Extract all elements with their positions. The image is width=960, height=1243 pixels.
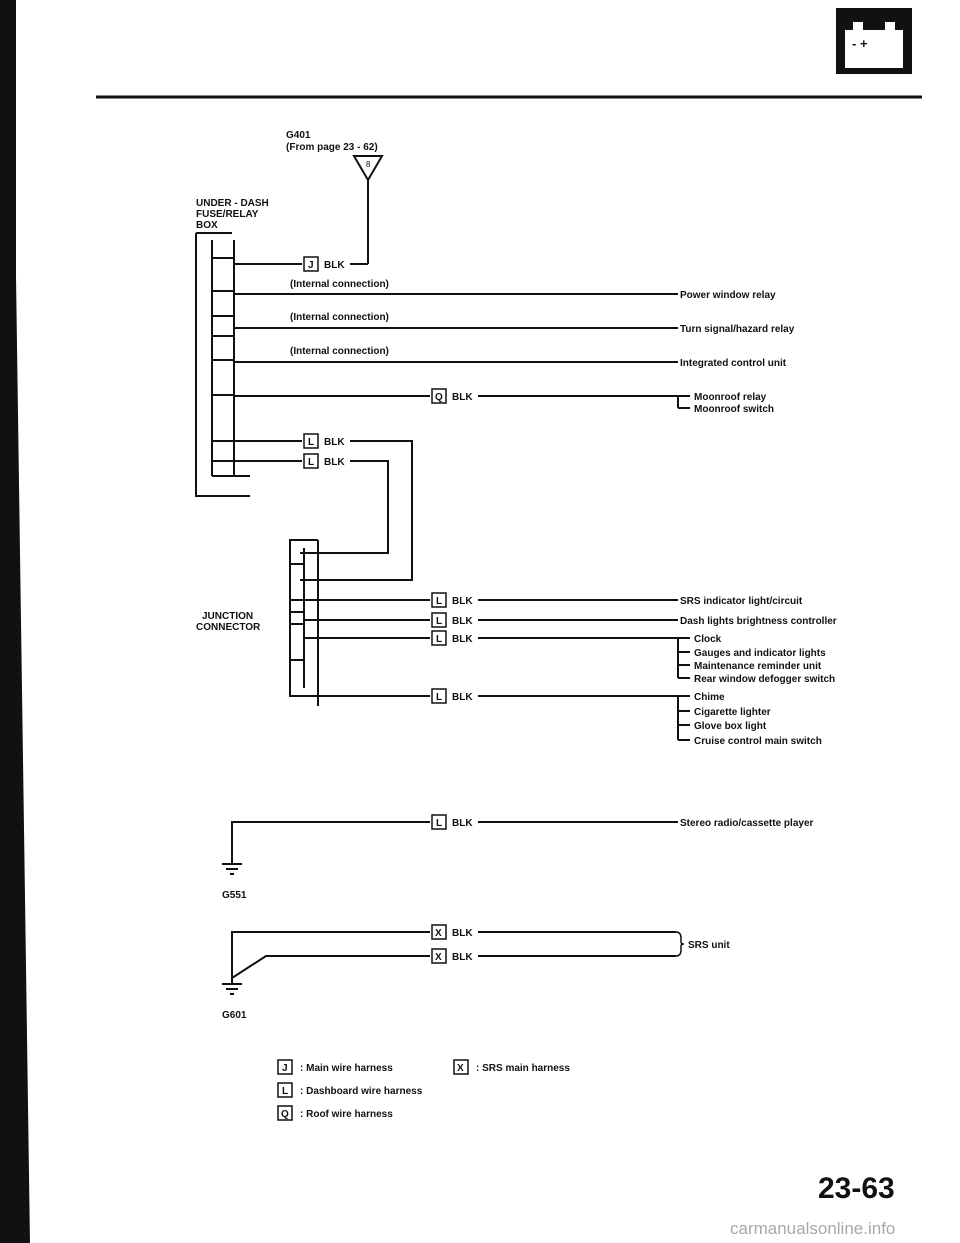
wire-fuse-to-junction-2: L BLK [234, 453, 389, 554]
ground-g601-label: G601 [222, 1010, 247, 1021]
ground-g601-icon [222, 978, 242, 995]
wire-color-label: BLK [452, 692, 473, 703]
wire-moonroof: Q BLK [234, 388, 690, 409]
internal-connection-label-3: (Internal connection) [290, 346, 389, 357]
dest-srs-unit: SRS unit [688, 940, 730, 951]
dest-gauges: Gauges and indicator lights [694, 648, 826, 659]
binding-strip [12, 0, 16, 1243]
wire-color-label: BLK [452, 392, 473, 403]
connector-code: L [436, 634, 442, 645]
ground-g401-ref: (From page 23 - 62) [286, 142, 378, 153]
wire-srs-light: L BLK [290, 592, 678, 608]
dest-dash-lights: Dash lights brightness controller [680, 616, 837, 627]
connector-code: L [436, 692, 442, 703]
connector-code: L [436, 616, 442, 627]
dest-power-window: Power window relay [680, 290, 776, 301]
legend-item-roof: Q : Roof wire harness [277, 1105, 393, 1121]
dest-moonroof-switch: Moonroof switch [694, 404, 774, 415]
legend-text: : Main wire harness [300, 1063, 393, 1074]
junction-connector [289, 539, 319, 706]
battery-icon: - + [836, 8, 912, 74]
ground-g401-label: G401 [286, 130, 311, 141]
wire-dash-lights: L BLK [304, 612, 678, 628]
dest-icu: Integrated control unit [680, 358, 787, 369]
wire-color-label: BLK [324, 457, 345, 468]
connector-code: J [308, 260, 314, 271]
wire-g401: J BLK [234, 256, 369, 272]
fuse-box-label-3: BOX [196, 220, 218, 231]
internal-connection-label-2: (Internal connection) [290, 312, 389, 323]
connector-code: L [308, 437, 314, 448]
legend-item-dash: L : Dashboard wire harness [277, 1082, 423, 1098]
ground-g551-label: G551 [222, 890, 247, 901]
dest-clock: Clock [694, 634, 722, 645]
ground-g401-triangle [352, 155, 384, 182]
wire-color-label: BLK [324, 260, 345, 271]
legend: J : Main wire harness L : Dashboard wire… [277, 1059, 570, 1121]
dest-maintenance: Maintenance reminder unit [694, 661, 822, 672]
wire-gauge-group: L BLK [304, 630, 690, 679]
connector-code: L [436, 818, 442, 829]
legend-item-srs: X : SRS main harness [453, 1059, 570, 1075]
connector-code: X [435, 928, 442, 939]
watermark: carmanualsonline.info [730, 1219, 895, 1238]
connector-code: L [308, 457, 314, 468]
dest-turn-signal: Turn signal/hazard relay [680, 324, 795, 335]
legend-item-main: J : Main wire harness [277, 1059, 393, 1075]
legend-code: J [282, 1063, 288, 1074]
legend-code: L [282, 1086, 288, 1097]
wire-srs-unit: X BLK X BLK [231, 924, 685, 979]
battery-terminals: - + [852, 36, 868, 51]
wire-color-label: BLK [452, 596, 473, 607]
ground-g551-icon [222, 858, 242, 875]
fuse-box [195, 232, 250, 497]
connector-code: L [436, 596, 442, 607]
wire-color-label: BLK [452, 818, 473, 829]
page-number: 23-63 [818, 1172, 895, 1205]
dest-defogger: Rear window defogger switch [694, 674, 835, 685]
wire-stereo: L BLK [231, 814, 678, 858]
legend-text: : Dashboard wire harness [300, 1086, 423, 1097]
connector-code: Q [435, 392, 443, 403]
junction-label-1: JUNCTION [202, 611, 253, 622]
connector-code: X [435, 952, 442, 963]
dest-moonroof-relay: Moonroof relay [694, 392, 767, 403]
wire-color-label: BLK [452, 616, 473, 627]
legend-code: X [457, 1063, 464, 1074]
wire-chime-group: L BLK [318, 688, 690, 741]
ground-g401-pin: 8 [366, 160, 371, 169]
dest-chime: Chime [694, 692, 725, 703]
legend-text: : SRS main harness [476, 1063, 570, 1074]
legend-text: : Roof wire harness [300, 1109, 393, 1120]
fuse-box-label-1: UNDER - DASH [196, 198, 269, 209]
wire-color-label: BLK [452, 634, 473, 645]
dest-glove-box-light: Glove box light [694, 721, 767, 732]
dest-srs-light: SRS indicator light/circuit [680, 596, 803, 607]
junction-label-2: CONNECTOR [196, 622, 261, 633]
wire-color-label: BLK [324, 437, 345, 448]
wire-fuse-to-junction-1: L BLK [234, 433, 413, 581]
dest-stereo: Stereo radio/cassette player [680, 818, 814, 829]
wire-color-label: BLK [452, 952, 473, 963]
wire-color-label: BLK [452, 928, 473, 939]
dest-cigarette-lighter: Cigarette lighter [694, 707, 771, 718]
dest-cruise-switch: Cruise control main switch [694, 736, 822, 747]
fuse-box-label-2: FUSE/RELAY [196, 209, 259, 220]
internal-connection-label-1: (Internal connection) [290, 279, 389, 290]
legend-code: Q [281, 1109, 289, 1120]
